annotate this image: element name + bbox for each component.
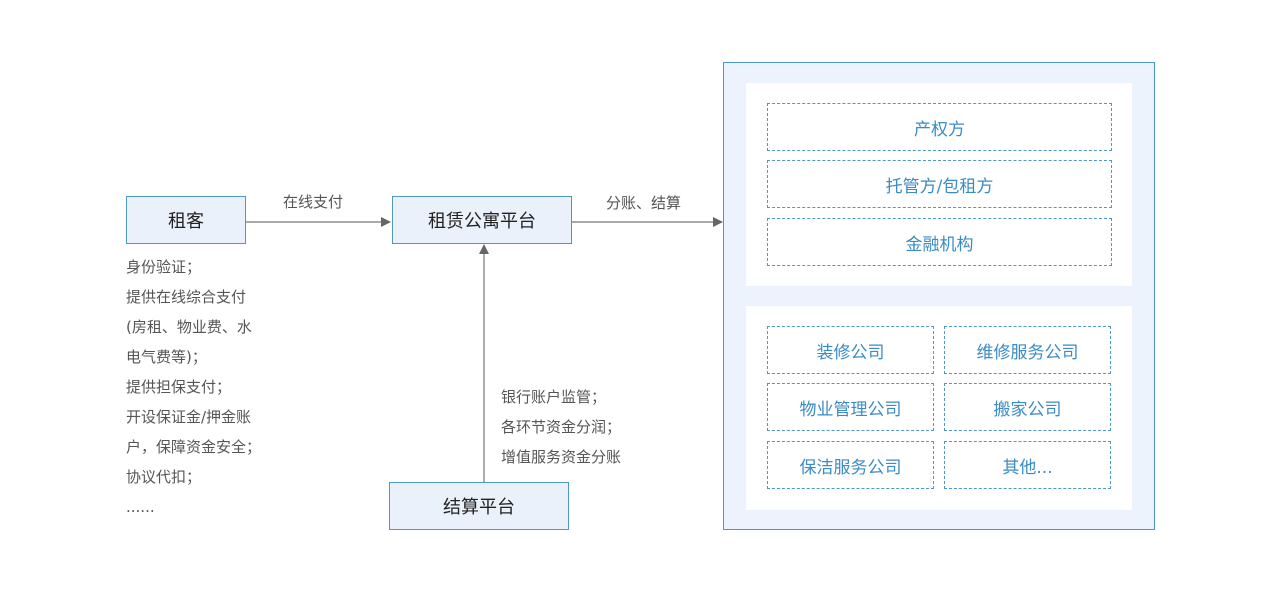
group-item: 托管方/包租方 (767, 160, 1112, 208)
note-line: 户，保障资金安全； (126, 438, 262, 456)
note-line: 开设保证金/押金账 (126, 408, 252, 426)
platform-node: 租赁公寓平台 (392, 196, 572, 244)
group-item: 物业管理公司 (767, 383, 934, 431)
note-line: 银行账户监管； (501, 388, 607, 406)
group-item: 其他... (944, 441, 1111, 489)
note-line: (房租、物业费、水 (126, 318, 252, 336)
group-item: 保洁服务公司 (767, 441, 934, 489)
top-group-panel: 产权方 托管方/包租方 金融机构 (746, 83, 1132, 286)
settlement-label: 结算平台 (443, 497, 515, 518)
settlement-node: 结算平台 (389, 482, 569, 530)
group-item: 产权方 (767, 103, 1112, 151)
edge-label-split-settle: 分账、结算 (606, 194, 682, 212)
tenant-notes: 身份验证； 提供在线综合支付 (房租、物业费、水 电气费等)； 提供担保支付； … (126, 252, 261, 522)
group-item: 搬家公司 (944, 383, 1111, 431)
note-line: 协议代扣； (126, 468, 202, 486)
note-line: ...... (126, 498, 155, 516)
note-line: 电气费等)； (126, 348, 207, 366)
group-item: 装修公司 (767, 326, 934, 374)
group-item: 维修服务公司 (944, 326, 1111, 374)
edge-label-online-pay: 在线支付 (283, 193, 344, 211)
group-item: 金融机构 (767, 218, 1112, 266)
note-line: 身份验证； (126, 258, 202, 276)
settlement-notes: 银行账户监管； 各环节资金分润； 增值服务资金分账 (501, 382, 621, 472)
partners-container: 产权方 托管方/包租方 金融机构 装修公司 维修服务公司 物业管理公司 搬家公司… (723, 62, 1155, 530)
tenant-node: 租客 (126, 196, 246, 244)
platform-label: 租赁公寓平台 (428, 211, 536, 232)
note-line: 各环节资金分润； (501, 418, 622, 436)
note-line: 提供担保支付； (126, 378, 232, 396)
note-line: 增值服务资金分账 (501, 448, 622, 466)
bottom-group-panel: 装修公司 维修服务公司 物业管理公司 搬家公司 保洁服务公司 其他... (746, 306, 1132, 510)
note-line: 提供在线综合支付 (126, 288, 247, 306)
tenant-label: 租客 (168, 211, 204, 232)
